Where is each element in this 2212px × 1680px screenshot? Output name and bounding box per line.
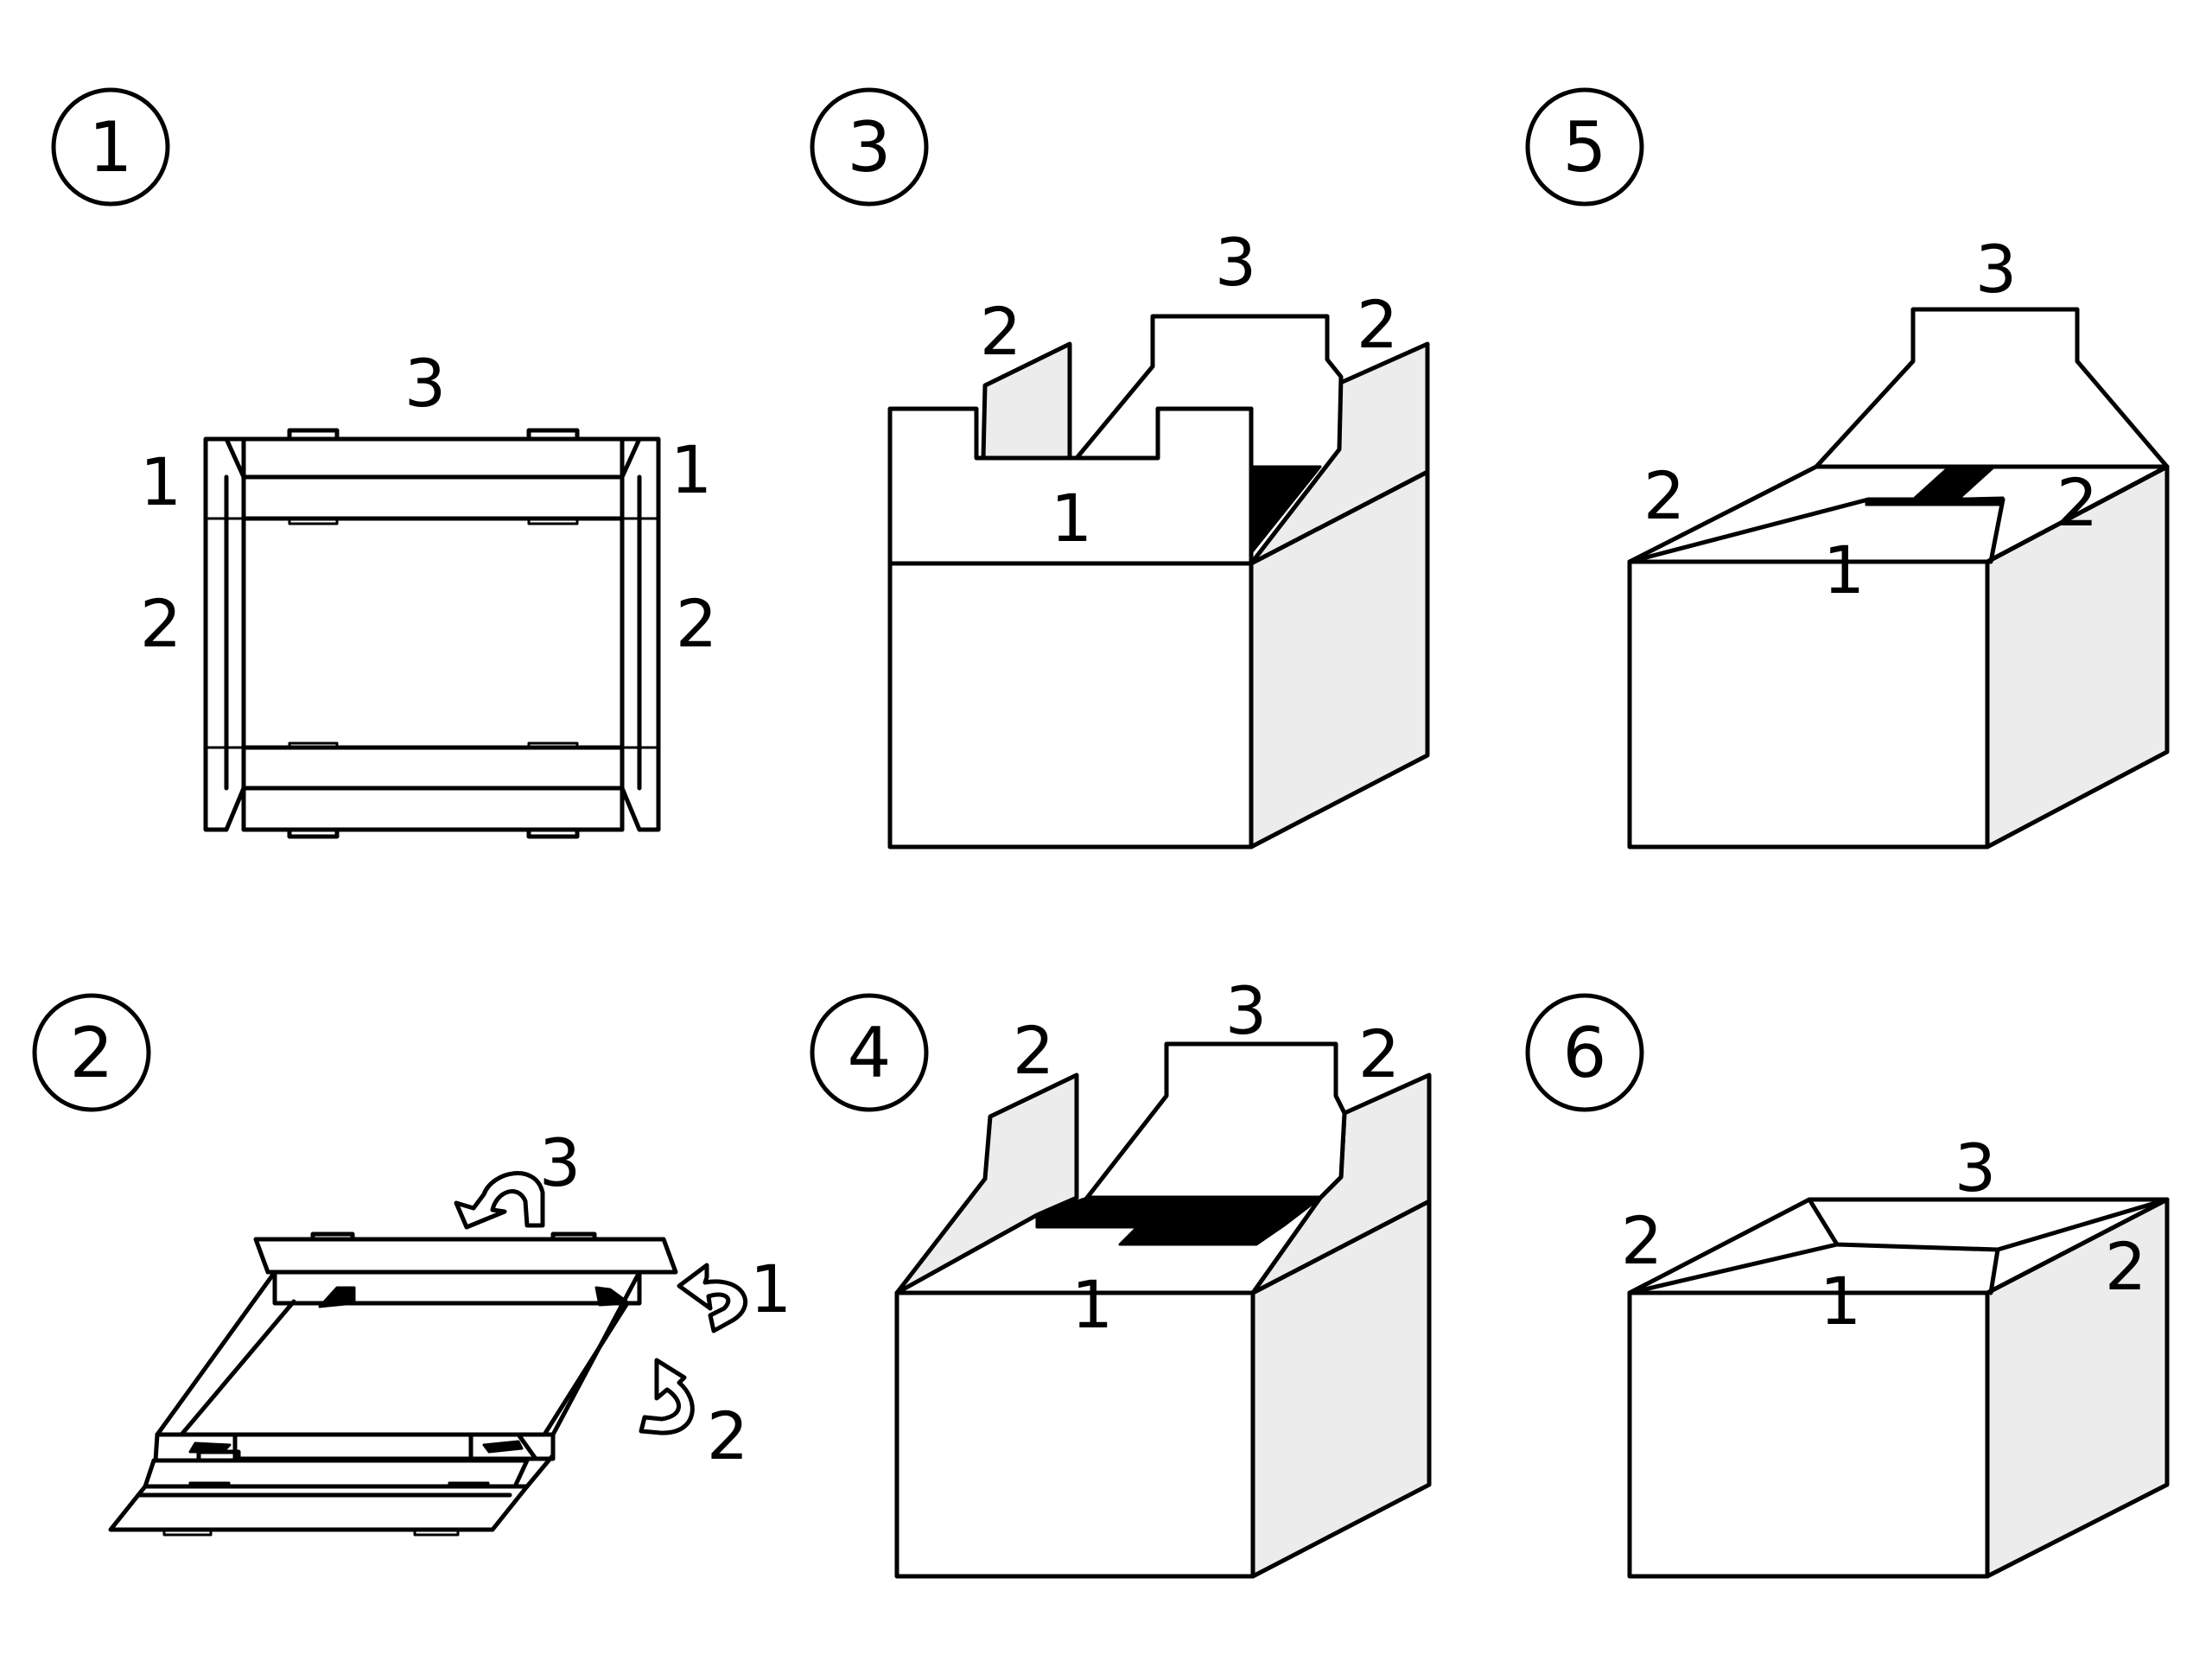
curved-arrow-icon [454, 1171, 545, 1230]
step-5-badge: 5 [1525, 87, 1644, 207]
step-5-label-2-left: 2 [1643, 457, 1685, 534]
step-1-number: 1 [89, 107, 133, 188]
step-3-label-2-left: 2 [980, 293, 1021, 370]
step-5-label-3: 3 [1975, 231, 2017, 308]
step-6-label-3: 3 [1955, 1130, 1996, 1206]
step-2-label-3: 3 [539, 1124, 581, 1201]
step-3-number: 3 [848, 107, 892, 188]
step-2-number: 2 [70, 1013, 114, 1093]
step-4: 4 3 2 2 1 [810, 972, 1432, 1579]
step-6-label-2-left: 2 [1621, 1202, 1662, 1279]
step-5-number: 5 [1563, 107, 1607, 188]
step-6-label-1: 1 [1820, 1263, 1861, 1340]
step-5-box [1627, 307, 2170, 850]
step-5-label-2-right: 2 [2056, 464, 2098, 541]
step-3-label-2-right: 2 [1357, 286, 1398, 363]
curved-arrow-icon [677, 1263, 748, 1333]
step-3-label-3: 3 [1215, 224, 1256, 301]
step-6-box [1627, 1197, 2170, 1579]
step-1-badge: 1 [51, 87, 170, 207]
step-1-label-3: 3 [404, 345, 446, 422]
curved-arrow-icon [639, 1358, 695, 1435]
step-2-label-2: 2 [707, 1397, 748, 1474]
step-2-tray [108, 1231, 678, 1537]
step-5: 5 3 2 2 1 [1525, 87, 2170, 850]
step-1-label-1-left: 1 [140, 443, 181, 520]
step-1-label-1-right: 1 [671, 431, 712, 508]
step-3-box [887, 314, 1430, 850]
step-3-badge: 3 [810, 87, 929, 207]
step-1-flat-blank [203, 428, 661, 839]
step-1: 1 3 1 2 1 2 [51, 87, 717, 839]
step-2-badge: 2 [32, 993, 151, 1112]
step-3: 3 3 2 2 1 [810, 87, 1430, 850]
step-6-label-2-right: 2 [2105, 1228, 2146, 1305]
step-4-label-2-left: 2 [1013, 1012, 1054, 1089]
step-3-label-1: 1 [1051, 480, 1092, 557]
step-6: 6 3 2 2 1 [1525, 993, 2170, 1579]
step-1-label-2-left: 2 [140, 585, 181, 662]
step-2: 2 [32, 993, 791, 1537]
step-2-label-1: 1 [750, 1250, 791, 1327]
step-4-number: 4 [848, 1013, 892, 1093]
step-6-badge: 6 [1525, 993, 1644, 1112]
step-1-label-2-right: 2 [676, 585, 717, 662]
step-5-label-1: 1 [1823, 531, 1865, 608]
step-6-number: 6 [1563, 1013, 1607, 1093]
step-4-label-2-right: 2 [1358, 1015, 1400, 1092]
step-4-box [894, 1041, 1432, 1579]
step-4-badge: 4 [810, 993, 929, 1112]
step-4-label-3: 3 [1225, 972, 1267, 1049]
step-4-label-1: 1 [1071, 1266, 1113, 1343]
